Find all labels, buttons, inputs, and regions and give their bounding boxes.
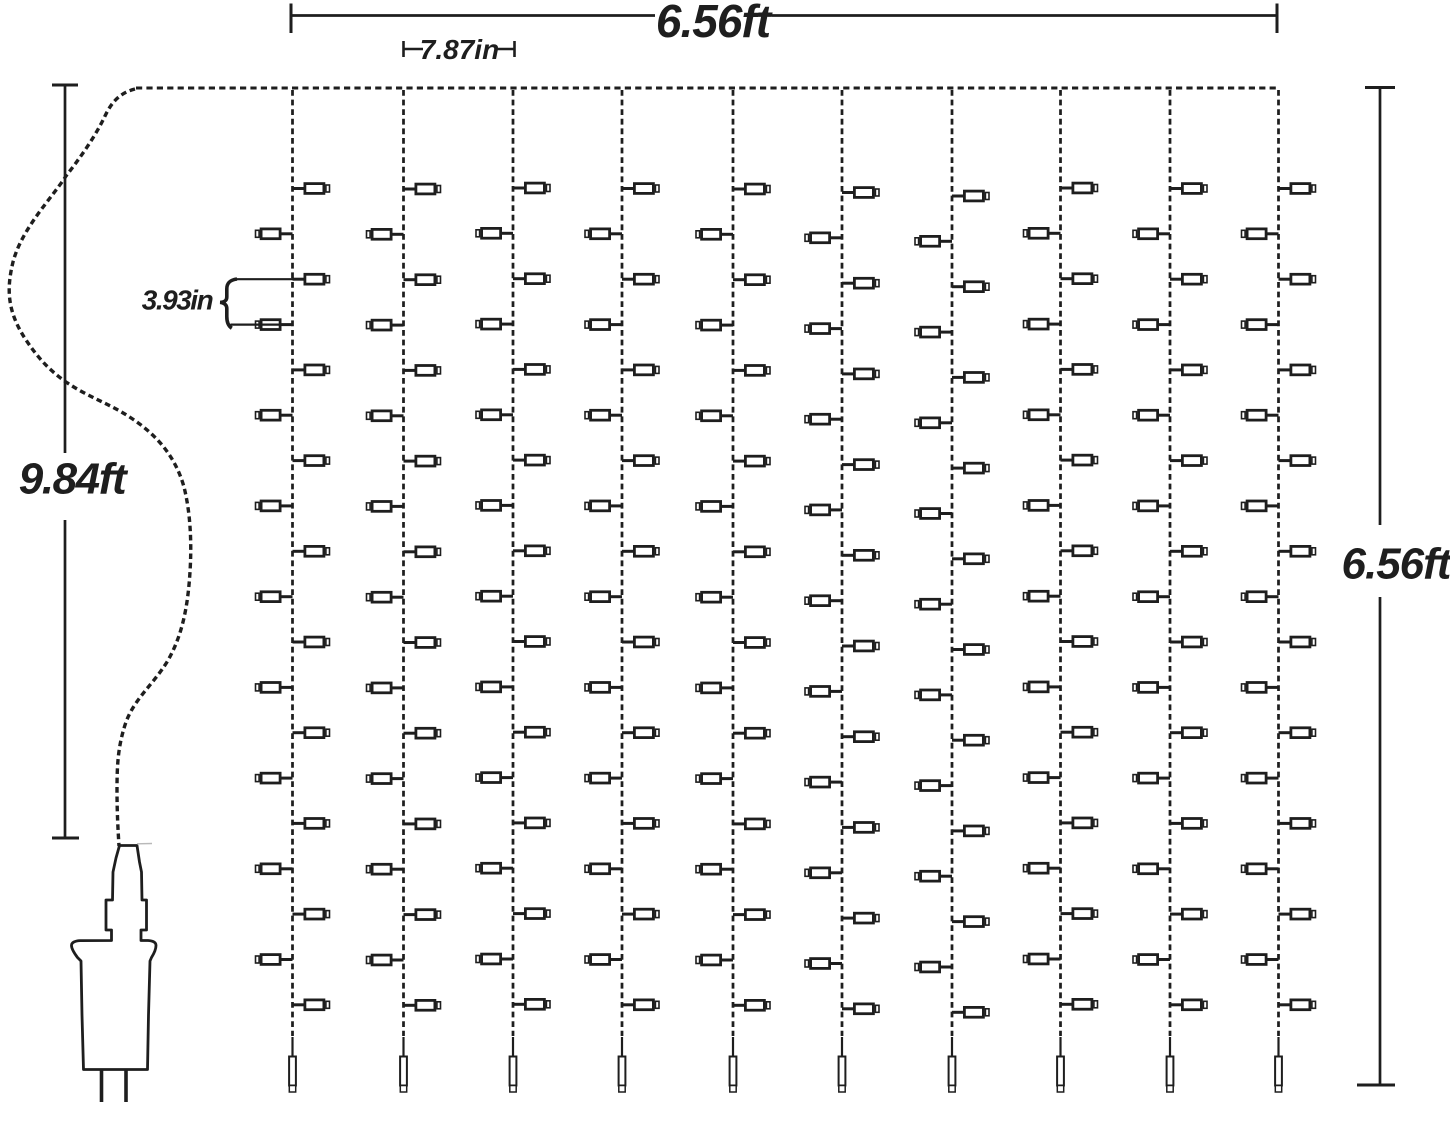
svg-text:6.56ft: 6.56ft	[1342, 540, 1450, 589]
svg-text:3.93in: 3.93in	[142, 285, 213, 316]
svg-text:9.84ft: 9.84ft	[19, 455, 129, 504]
svg-text:6.56ft: 6.56ft	[656, 0, 773, 47]
svg-text:7.87in: 7.87in	[420, 34, 499, 65]
